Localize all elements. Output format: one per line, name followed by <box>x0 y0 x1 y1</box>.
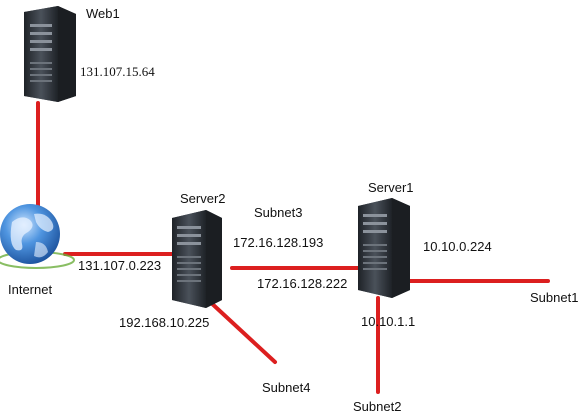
server2-subnet4-ip-label: 192.168.10.225 <box>119 315 209 330</box>
subnet2-label: Subnet2 <box>353 399 401 414</box>
internet-label: Internet <box>8 282 52 297</box>
server2-label: Server2 <box>180 191 226 206</box>
web1-label: Web1 <box>86 6 120 21</box>
web1-server-icon <box>24 6 76 102</box>
link-server2-subnet4 <box>206 298 277 364</box>
server2-server-icon <box>172 210 222 308</box>
server1-label: Server1 <box>368 180 414 195</box>
server2-subnet3-ip-label: 172.16.128.193 <box>233 235 323 250</box>
subnet1-label: Subnet1 <box>530 290 578 305</box>
subnet3-label: Subnet3 <box>254 205 302 220</box>
server1-server-icon <box>358 198 410 298</box>
web1-ip-label: 131.107.15.64 <box>80 64 155 79</box>
globe-icon <box>0 204 75 269</box>
server2-internet-ip-label: 131.107.0.223 <box>78 258 161 273</box>
server1-subnet1-ip-label: 10.10.0.224 <box>423 239 492 254</box>
server1-subnet2-ip-label: 10.10.1.1 <box>361 314 415 329</box>
subnet4-label: Subnet4 <box>262 380 310 395</box>
server1-subnet3-ip-label: 172.16.128.222 <box>257 276 347 291</box>
